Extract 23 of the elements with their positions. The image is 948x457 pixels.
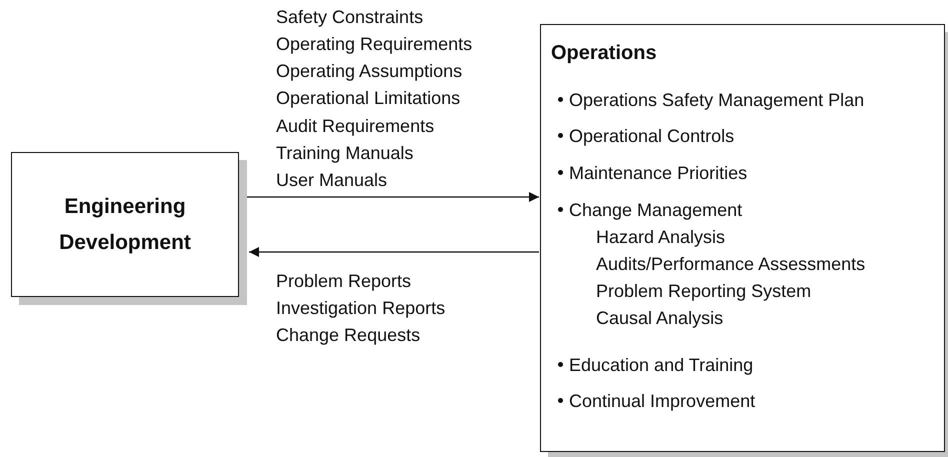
flow-item-label: Operating Requirements (276, 35, 472, 53)
node-title: Engineering Development (58, 194, 192, 256)
sub-item: Audits/Performance Assessments (596, 255, 866, 273)
sub-item: Problem Reporting System (596, 282, 812, 300)
bullet-item: Operational Controls (569, 127, 734, 145)
bullet-item: Change Management (569, 201, 742, 219)
flow-item-label: User Manuals (276, 171, 388, 189)
flow-item-label: Operating Assumptions (276, 62, 462, 80)
flow-item-label: Training Manuals (276, 144, 414, 162)
sub-item: Causal Analysis (596, 309, 724, 327)
flow-item-label: Change Requests (276, 326, 420, 344)
bullet-item: Operations Safety Management Plan (569, 91, 864, 109)
flow-item-label: Investigation Reports (276, 299, 446, 317)
flow-item-label: Operational Limitations (276, 89, 460, 107)
flow-item-label: Safety Constraints (276, 8, 424, 26)
bullet-item: Education and Training (569, 356, 754, 374)
flow-item-label: Problem Reports (276, 272, 412, 290)
sub-item: Hazard Analysis (596, 228, 726, 246)
flow-item-label: Audit Requirements (276, 117, 434, 135)
bullet-item: Continual Improvement (569, 392, 756, 410)
panel-heading: Operations (551, 43, 657, 63)
arrow (249, 247, 539, 257)
bullet-item: Maintenance Priorities (569, 164, 748, 182)
